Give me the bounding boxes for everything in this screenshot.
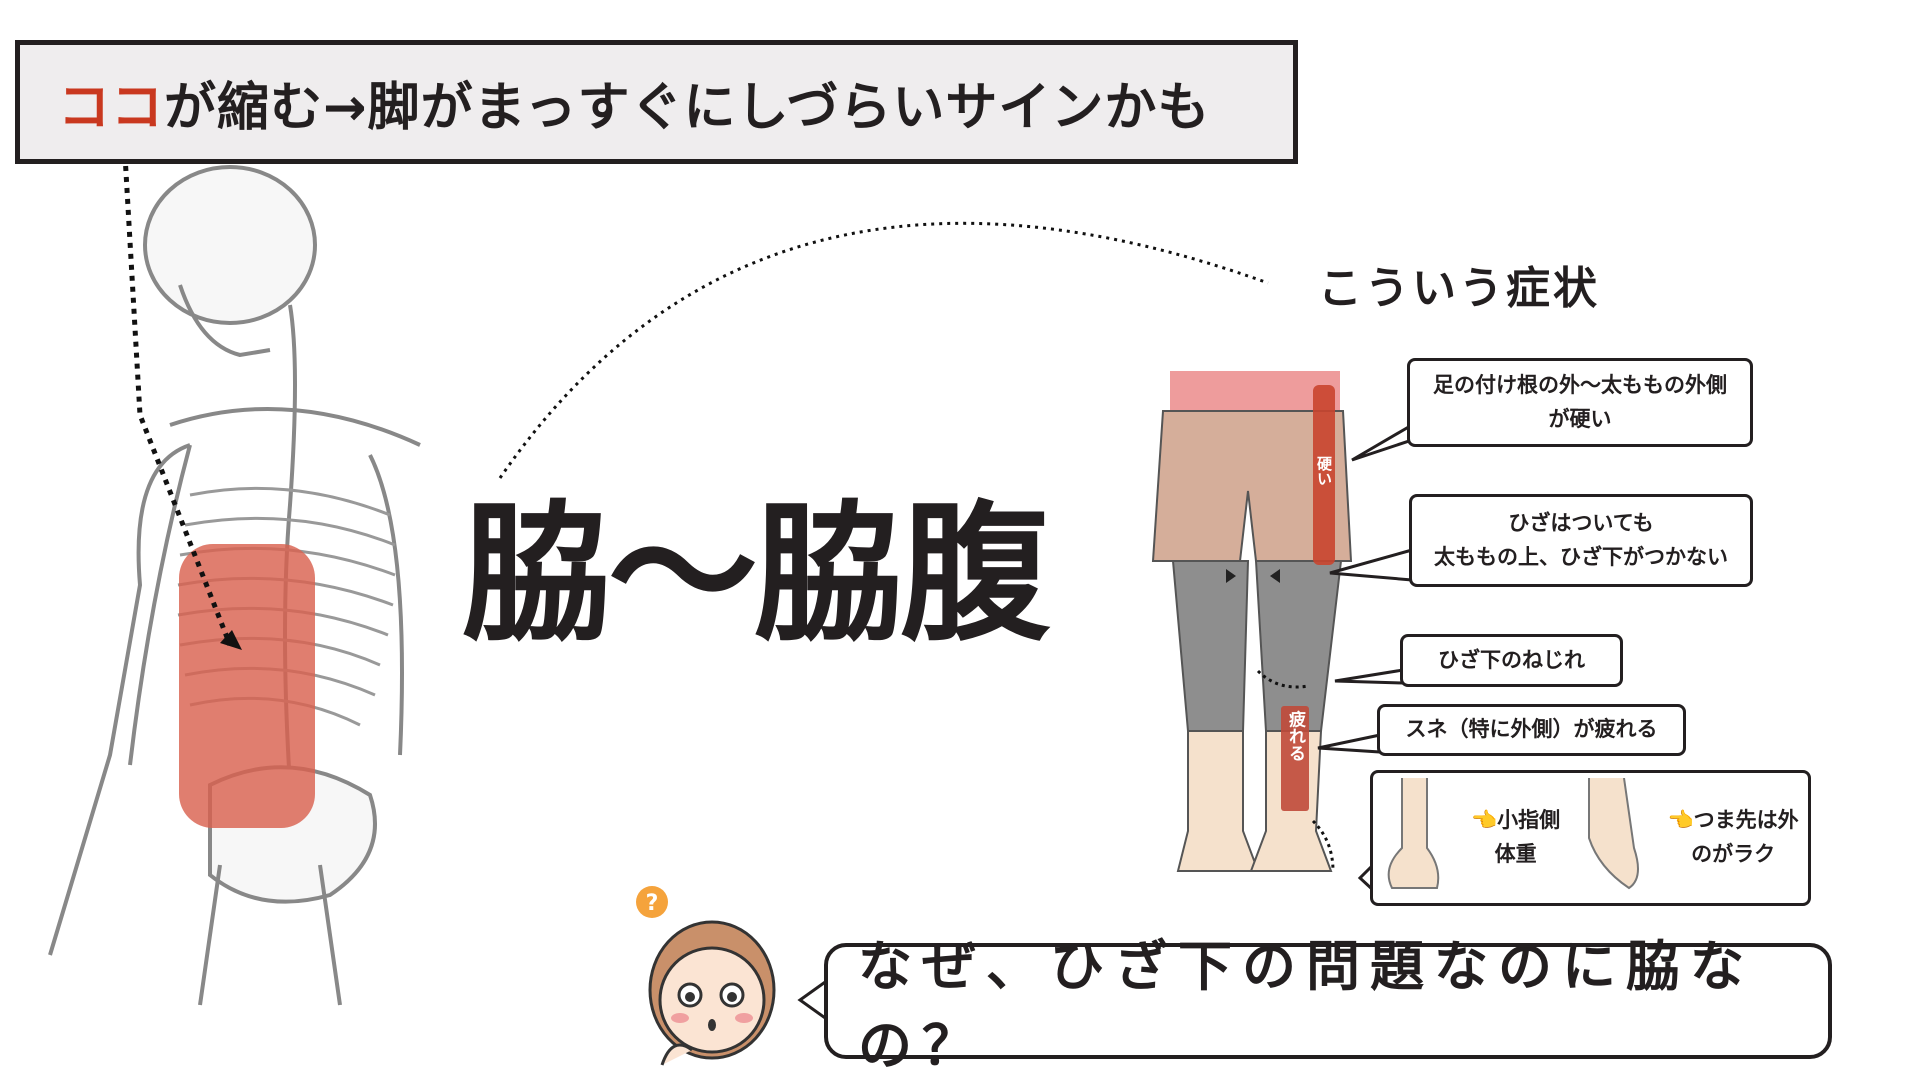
callout-knees: ひざはついても 太ももの上、ひざ下がつかない bbox=[1409, 494, 1753, 587]
tired-label: 疲れる bbox=[1285, 709, 1306, 761]
question-text: なぜ、ひざ下の問題なのに脇なの？ bbox=[858, 935, 1754, 1077]
callout-text: スネ（特に外側）が疲れる bbox=[1405, 717, 1658, 742]
header-text: が縮む→脚がまっすぐにしづらいサインかも bbox=[164, 77, 1211, 138]
callout-text: ひざはついても bbox=[1508, 510, 1654, 535]
legs-illustration: 硬い 疲れる bbox=[1151, 371, 1353, 872]
header-banner: ココが縮む→脚がまっすぐにしづらいサインかも bbox=[15, 40, 1298, 164]
highlight-region bbox=[179, 544, 315, 828]
symptoms-title: こういう症状 bbox=[1318, 263, 1600, 314]
svg-text:?: ? bbox=[646, 891, 659, 916]
callout-text: が硬い bbox=[1548, 406, 1612, 431]
character-avatar: ? bbox=[636, 886, 776, 1066]
header-highlight: ココ bbox=[58, 77, 165, 138]
main-label: 脇〜脇腹 bbox=[462, 488, 1050, 662]
stiff-label: 硬い bbox=[1315, 456, 1333, 486]
callout-text: 足の付け根の外〜太ももの外側 bbox=[1433, 372, 1727, 397]
callout-stiff-thigh: 足の付け根の外〜太ももの外側 が硬い bbox=[1407, 358, 1753, 447]
skeleton-illustration bbox=[48, 165, 421, 1006]
foot-right-illustration bbox=[1587, 778, 1639, 890]
callout-text: ひざ下のねじれ bbox=[1438, 647, 1585, 672]
foot-right-text: 👈つま先は外のがラク bbox=[1667, 808, 1799, 866]
callout-feet: 👈小指側体重 👈つま先は外のがラク bbox=[1370, 770, 1811, 906]
foot-left-text: 👈小指側体重 bbox=[1471, 808, 1561, 866]
callout-shin: スネ（特に外側）が疲れる bbox=[1377, 704, 1686, 756]
question-bubble: なぜ、ひざ下の問題なのに脇なの？ bbox=[824, 935, 1832, 1077]
callout-text: 太ももの上、ひざ下がつかない bbox=[1434, 544, 1728, 569]
foot-left-illustration bbox=[1388, 778, 1440, 889]
callout-twist: ひざ下のねじれ bbox=[1400, 634, 1623, 687]
